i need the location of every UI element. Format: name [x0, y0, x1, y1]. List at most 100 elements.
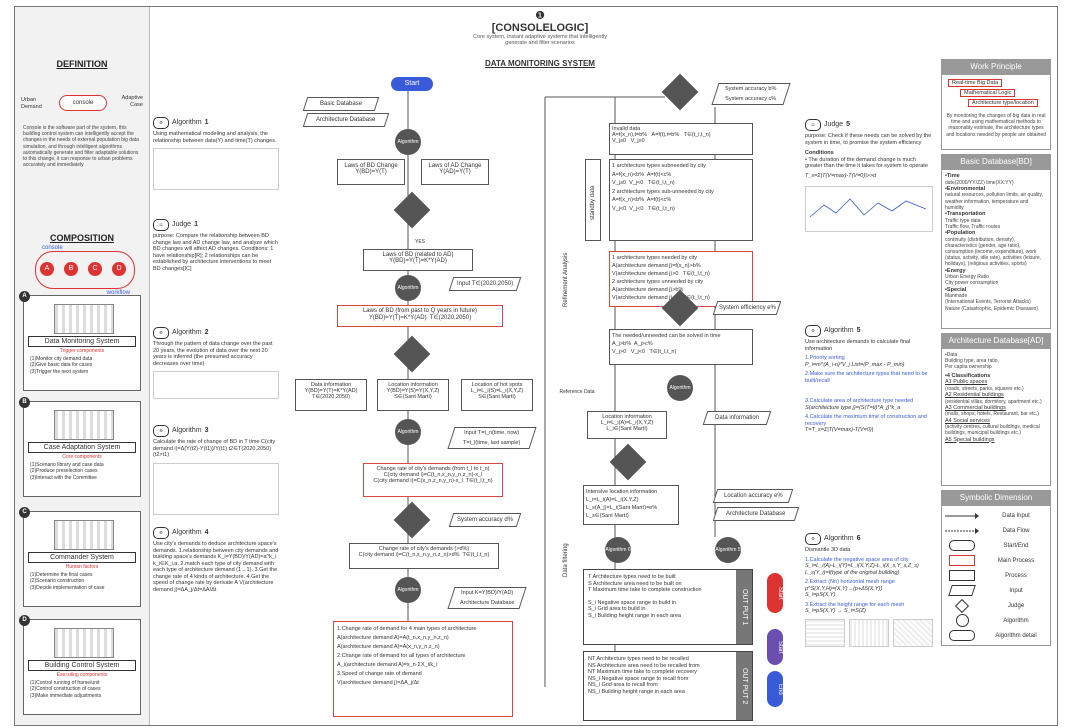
card-badge: A — [19, 291, 30, 302]
subtitle-line-2: generate and filter scenarios — [505, 40, 575, 46]
change-rate-box: Change rate of city's demands (from t_l … — [363, 463, 503, 497]
node-a: A — [40, 262, 54, 276]
wave-curve — [809, 197, 927, 217]
input-t-box: Input T∈(2020,2050) — [448, 277, 522, 291]
right-panel: Work Principle Real-time Big Data Mathem… — [941, 59, 1051, 646]
judge-5-conditions-title: Conditions — [805, 150, 834, 157]
output-row: S_i Building height range in each area — [588, 612, 681, 619]
judge-icon: ⚖ — [153, 219, 169, 231]
card-item: (2)Scenario construction — [30, 578, 85, 585]
legend-judge: Judge — [942, 598, 1050, 613]
location-information-box: Location information Y(BD)=Y(S)=Y(X,Y,Z)… — [377, 379, 449, 411]
mesh-thumbnail — [849, 618, 889, 647]
urban-demand-label: Urban Demand — [21, 97, 42, 110]
data-filtering-label: Data filtering — [563, 543, 569, 577]
output-row: S_i Negative space range to build in — [588, 599, 677, 606]
architecture-database-input: Architecture Database — [302, 113, 390, 127]
card-item: (2)Produce preselection cases — [30, 468, 98, 475]
output-row: S_i Grid area to build in — [588, 606, 646, 613]
symbolic-dimension-title: Symbolic Dimension — [941, 490, 1051, 505]
card-commander: C Commander System Human factors (1)Dete… — [19, 507, 141, 607]
legend-main-process: Main Process — [942, 553, 1050, 568]
input-t2-box: Input T=t_n(time, now) T=t_l(time, last … — [447, 427, 537, 449]
output-1-start: Start — [767, 573, 783, 613]
judge-5-purpose: purpose: Check if these needs can be sol… — [805, 133, 932, 146]
output-2-list: NT Architecture types need to be recalle… — [588, 656, 700, 696]
output-row: T Architecture types need to be built — [588, 574, 676, 580]
ad-item: A5 Special buildings — [945, 436, 995, 443]
algorithm-6-title: Dismantle 3D data — [805, 547, 851, 553]
legend-data-input: Data Input — [942, 508, 1050, 523]
laws-ad-box: Laws of AD Change Y(AD)=Y(T) — [421, 159, 489, 185]
algorithm-node-5: Algorithm — [667, 375, 693, 401]
card-title: Case Adaptation System — [28, 442, 136, 453]
algorithm-5-formula-4: T=T_s=Σ|T(V=max)-T(V=0)| — [805, 427, 874, 433]
system-accuracy-d-box: System accuracy d% — [448, 513, 522, 527]
card-list: (1)Scenario library and case data (2)Pro… — [30, 462, 104, 481]
mini-chart — [153, 148, 279, 190]
algorithm-6-step-3: 3.Extract the height range for each mesh — [805, 601, 905, 608]
card-item: (3)Make immediate adjustments — [30, 692, 102, 699]
ad-box: •Data Building type, area ratio, Per cap… — [941, 348, 1051, 486]
poster-sheet: DEFINITION Urban Demand console Adaptive… — [14, 6, 1058, 726]
card-subtitle: Human factors — [65, 564, 99, 570]
workflow-label: workflow — [106, 290, 130, 296]
legend-algorithm: Algorithm — [942, 613, 1050, 628]
card-building-control: D Building Control System Executing comp… — [19, 615, 141, 715]
output-row: NS_i Building height range in each area — [588, 688, 685, 695]
block-number: 1 — [194, 220, 198, 228]
work-principle-box: Real-time Big Data Mathematical Logic Ar… — [941, 74, 1051, 150]
card-illustration — [54, 628, 114, 658]
wave-chart — [805, 185, 933, 232]
block-number: 5 — [846, 120, 850, 128]
standby-label: standby data — [590, 185, 596, 220]
legend-input: Input — [942, 583, 1050, 598]
composition-loop: console workflow A B C D — [35, 245, 135, 296]
card-illustration — [54, 520, 114, 550]
data-information-2-box: Data information — [702, 411, 772, 425]
card-item: (1)Scenario library and case data — [30, 462, 104, 468]
block-text: Through the pattern of data change over … — [153, 341, 273, 367]
composition-title: COMPOSITION — [49, 233, 114, 243]
bd-title: Basic Database[BD] — [941, 154, 1051, 169]
mesh-thumbnails — [805, 618, 933, 647]
laws-related-box: Laws of BD (related to AD) Y(BD)=Y(T)=K*… — [363, 249, 473, 271]
definition-body: Console is the software part of the syst… — [23, 125, 139, 169]
block-text: Using mathematical modeling and analysis… — [153, 131, 277, 144]
card-title: Building Control System — [28, 660, 136, 671]
block-text: Use city's demands to deduce architectur… — [153, 541, 279, 593]
console-label: console — [42, 245, 63, 251]
algorithm-5-step-1: 1.Priority sorting — [805, 355, 845, 361]
laws-bd-box: Laws of BD Change Y(BD)=Y(T) — [337, 159, 405, 185]
algorithm-5-formula-3: S(architecture type j)=(S(T=ti)*A_j)*k_a — [805, 404, 901, 411]
algorithm-node-2: Algorithm — [395, 275, 421, 301]
legend-data-flow: Data Flow — [942, 523, 1050, 538]
algorithm-5-title: Use architecture demands to calculate fi… — [805, 339, 911, 352]
output-row: NS_i Negative space range to recall from — [588, 675, 689, 682]
algorithm-icon: ⚙ — [153, 527, 169, 539]
block-label: Judge — [824, 120, 844, 128]
header: ❶ [CONSOLELOGIC] Core system, Instant ad… — [455, 9, 625, 46]
card-list: (1)Determine the final cases (2)Scenario… — [30, 572, 104, 591]
mini-chart — [153, 371, 279, 399]
card-subtitle: Core components — [62, 454, 102, 460]
algorithm-node-3: Algorithm — [395, 419, 421, 445]
algorithm-icon: ⚙ — [805, 533, 821, 545]
algorithm-icon: ⚙ — [805, 325, 821, 337]
console-pill: console — [59, 95, 107, 111]
algorithm-5-formula-1: P_i=m^(A_i-n)*V_j List=(P_max - P_min) — [805, 361, 905, 368]
sub-by-city-box: 1 architecture types subneeded by city A… — [609, 159, 753, 241]
block-label: Algorithm — [172, 426, 202, 434]
block-text: purpose: Compare the relationship betwee… — [153, 233, 278, 272]
end-node: End — [767, 671, 783, 707]
card-item: (3)Interact with the Committee — [30, 474, 97, 481]
card-item: (3)Trigger the next system — [30, 368, 89, 375]
block-label: Algorithm — [824, 326, 854, 334]
